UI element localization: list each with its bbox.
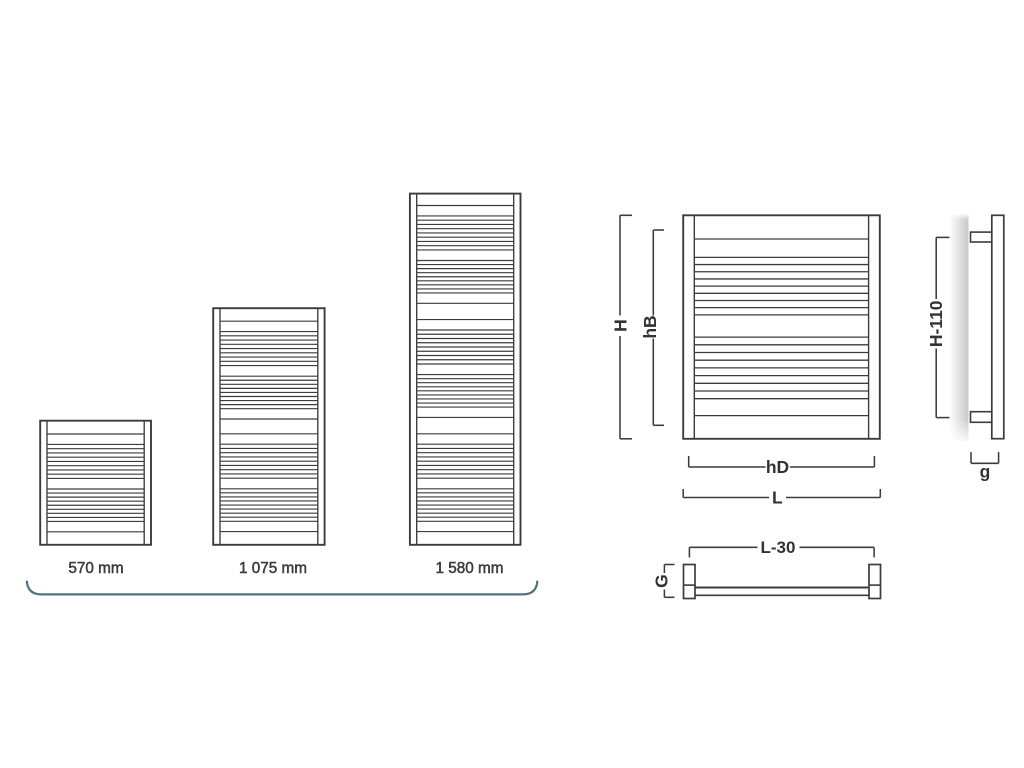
svg-text:L: L [772,488,783,508]
svg-text:g: g [980,462,991,482]
svg-text:L-30: L-30 [761,538,796,557]
svg-text:H: H [611,319,631,332]
svg-text:G: G [652,574,672,588]
svg-text:hB: hB [640,315,660,338]
svg-text:hD: hD [766,457,789,477]
svg-text:1 075 mm: 1 075 mm [239,560,307,577]
svg-text:1 580 mm: 1 580 mm [435,560,503,577]
svg-text:H-110: H-110 [926,300,946,347]
svg-text:570 mm: 570 mm [68,560,123,577]
